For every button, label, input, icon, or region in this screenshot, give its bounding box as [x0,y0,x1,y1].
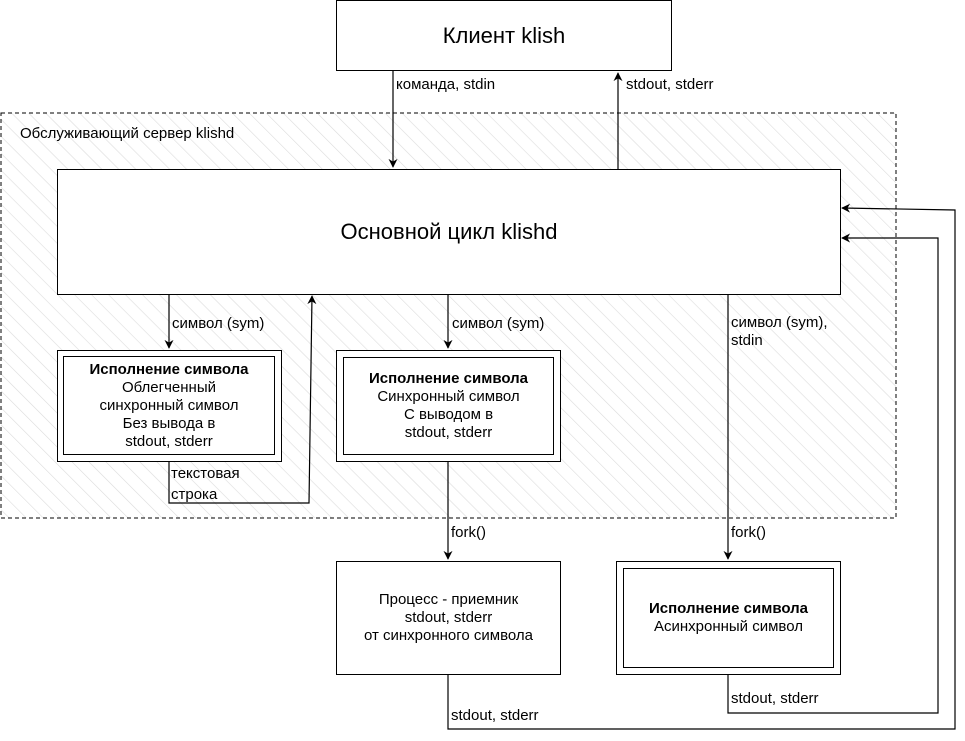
edge-text-line [168,295,317,504]
edge-receiver-out [447,203,956,730]
receiver-line: от синхронного символа [363,627,534,644]
exec-light-line: stdout, stderr [125,432,213,450]
exec-async-box: Исполнение символа Асинхронный символ [616,561,841,675]
label-sym-async-2: stdin [731,332,763,349]
exec-sync-heading: Исполнение символа [368,370,529,387]
exec-async-inner: Исполнение символа Асинхронный символ [623,568,834,668]
exec-light-line: синхронный символ [99,396,239,414]
receiver-line: Процесс - приемник [378,591,519,608]
label-main-to-client: stdout, stderr [626,76,714,93]
exec-sync-line: С выводом в [403,406,494,423]
exec-sync-box: Исполнение символа Синхронный символ С в… [336,350,561,462]
exec-sync-line: stdout, stderr [404,424,493,441]
label-text-line-2: строка [171,486,218,503]
label-sym-async-1: символ (sym), [731,314,828,331]
client-box: Клиент klish [336,0,672,71]
label-sym-light: символ (sym) [172,315,265,332]
exec-async-line: Асинхронный символ [653,618,803,635]
label-sym-sync: символ (sym) [452,315,545,332]
label-async-out: stdout, stderr [731,690,819,707]
label-text-line-1: текстовая [171,465,240,482]
label-fork-async: fork() [731,524,766,541]
receiver-box: Процесс - приемник stdout, stderr от син… [336,561,561,675]
main-loop-box: Основной цикл klishd [57,169,841,295]
exec-light-line: Облегченный [121,378,217,396]
edge-async-out [727,233,939,714]
receiver-content: Процесс - приемник stdout, stderr от син… [337,562,560,674]
client-title: Клиент klish [442,22,566,48]
exec-light-heading: Исполнение символа [89,360,249,378]
exec-light-line: Без вывода в [122,414,216,432]
label-fork-sync: fork() [451,524,486,541]
server-label: Обслуживающий сервер klishd [20,125,235,142]
exec-sync-line: Синхронный символ [377,388,520,405]
main-loop-title: Основной цикл klishd [340,219,558,244]
exec-light-box: Исполнение символа Облегченный синхронны… [57,350,282,462]
receiver-line: stdout, stderr [404,609,493,626]
exec-async-heading: Исполнение символа [648,600,809,617]
exec-sync-inner: Исполнение символа Синхронный символ С в… [343,357,554,455]
exec-light-inner: Исполнение символа Облегченный синхронны… [63,356,275,455]
label-receiver-out: stdout, stderr [451,707,539,724]
label-client-to-main: команда, stdin [396,76,496,93]
